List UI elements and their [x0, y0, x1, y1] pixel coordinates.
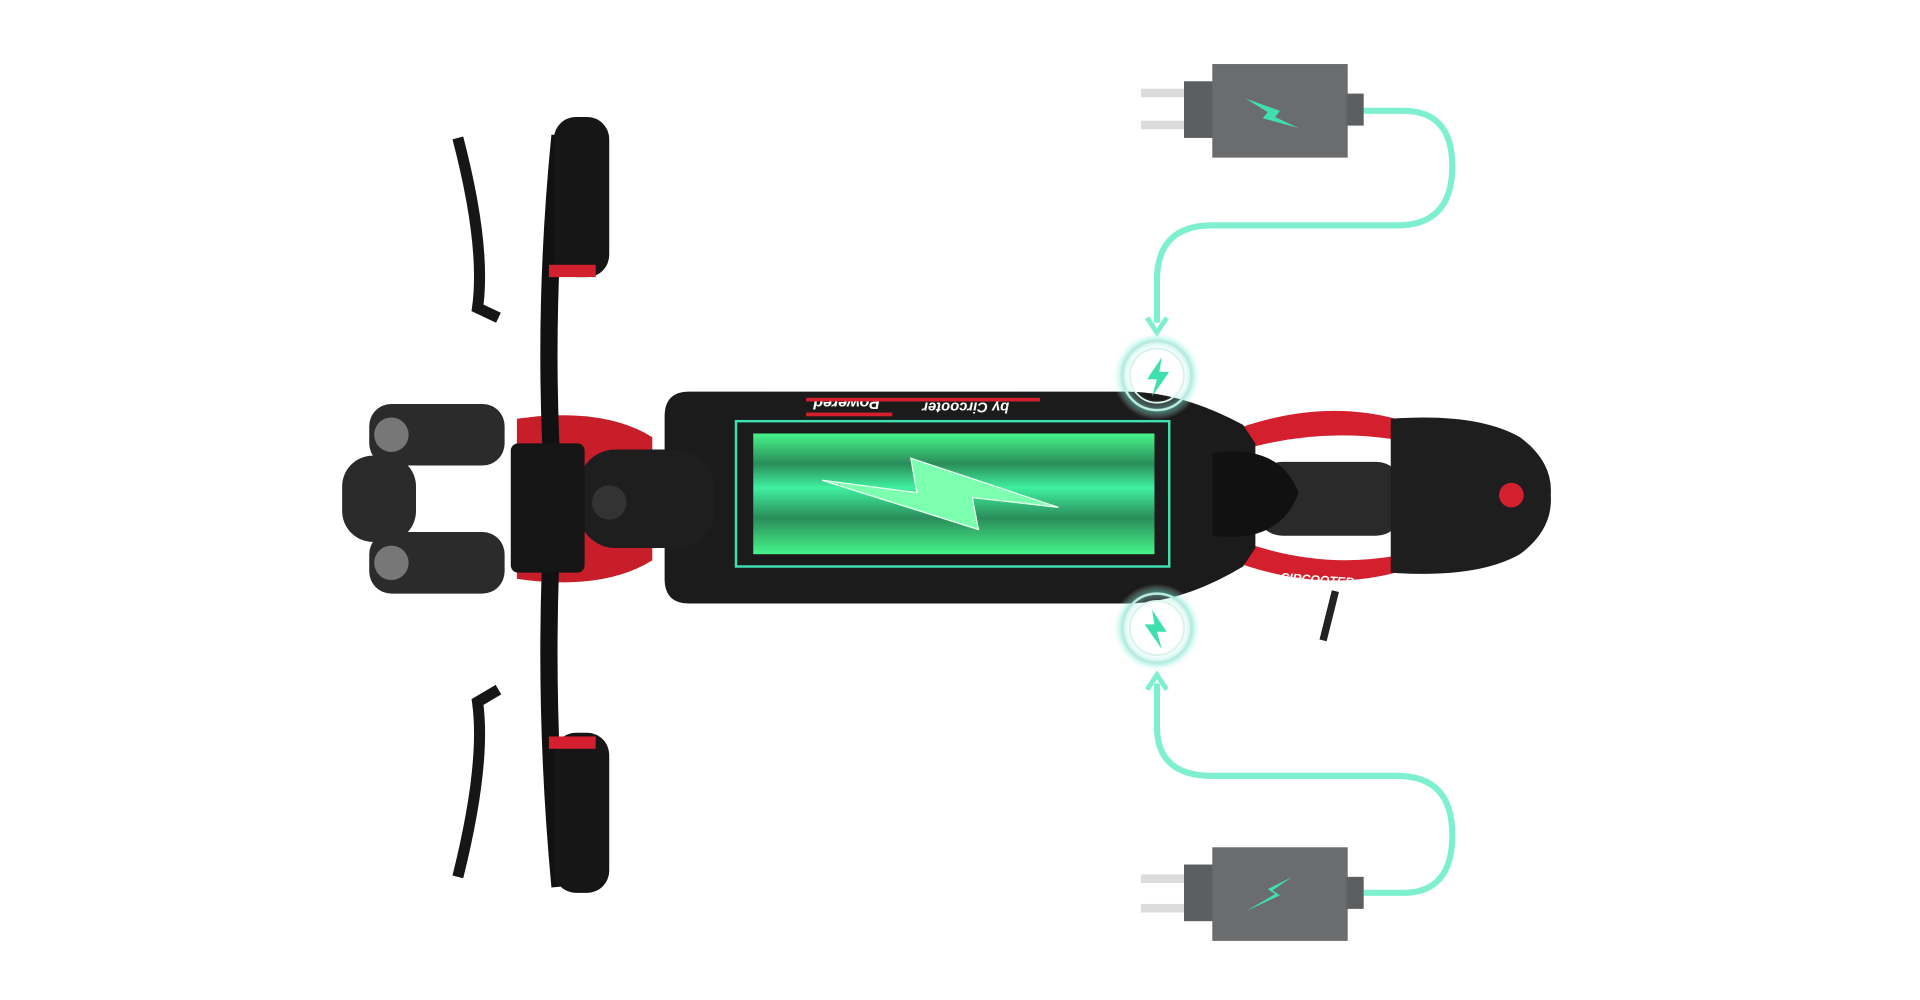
- deck-powered-text: Powered: [812, 394, 880, 411]
- charger-icon: [1140, 847, 1364, 941]
- handlebar-grip: [553, 732, 610, 893]
- charge-port-icon: [1112, 331, 1202, 420]
- headlight: [369, 532, 505, 594]
- battery-outline: [734, 419, 1171, 568]
- handlebar-grip: [553, 116, 610, 278]
- arrow-up-icon: [1145, 670, 1169, 692]
- brake-lever: [452, 136, 501, 323]
- charging-cable-top: [1153, 107, 1456, 323]
- deck-by-circooter-text: by Circooter: [921, 399, 1009, 415]
- headlight: [369, 403, 505, 466]
- charger-icon: [1140, 64, 1364, 158]
- fender-brand-text: CIRCOOTER: [1280, 570, 1355, 589]
- front-assembly: [342, 116, 714, 893]
- charging-cable-bottom: [1153, 683, 1456, 896]
- lightning-bolt-icon: [821, 457, 1059, 531]
- charge-port-icon: [1112, 583, 1202, 673]
- lightning-bolt-icon: [1245, 98, 1299, 129]
- scooter-deck: Powered by Circooter: [664, 391, 1299, 604]
- rear-assembly: CIRCOOTER: [1230, 410, 1551, 642]
- display: [510, 443, 585, 573]
- brake-lever: [452, 684, 502, 879]
